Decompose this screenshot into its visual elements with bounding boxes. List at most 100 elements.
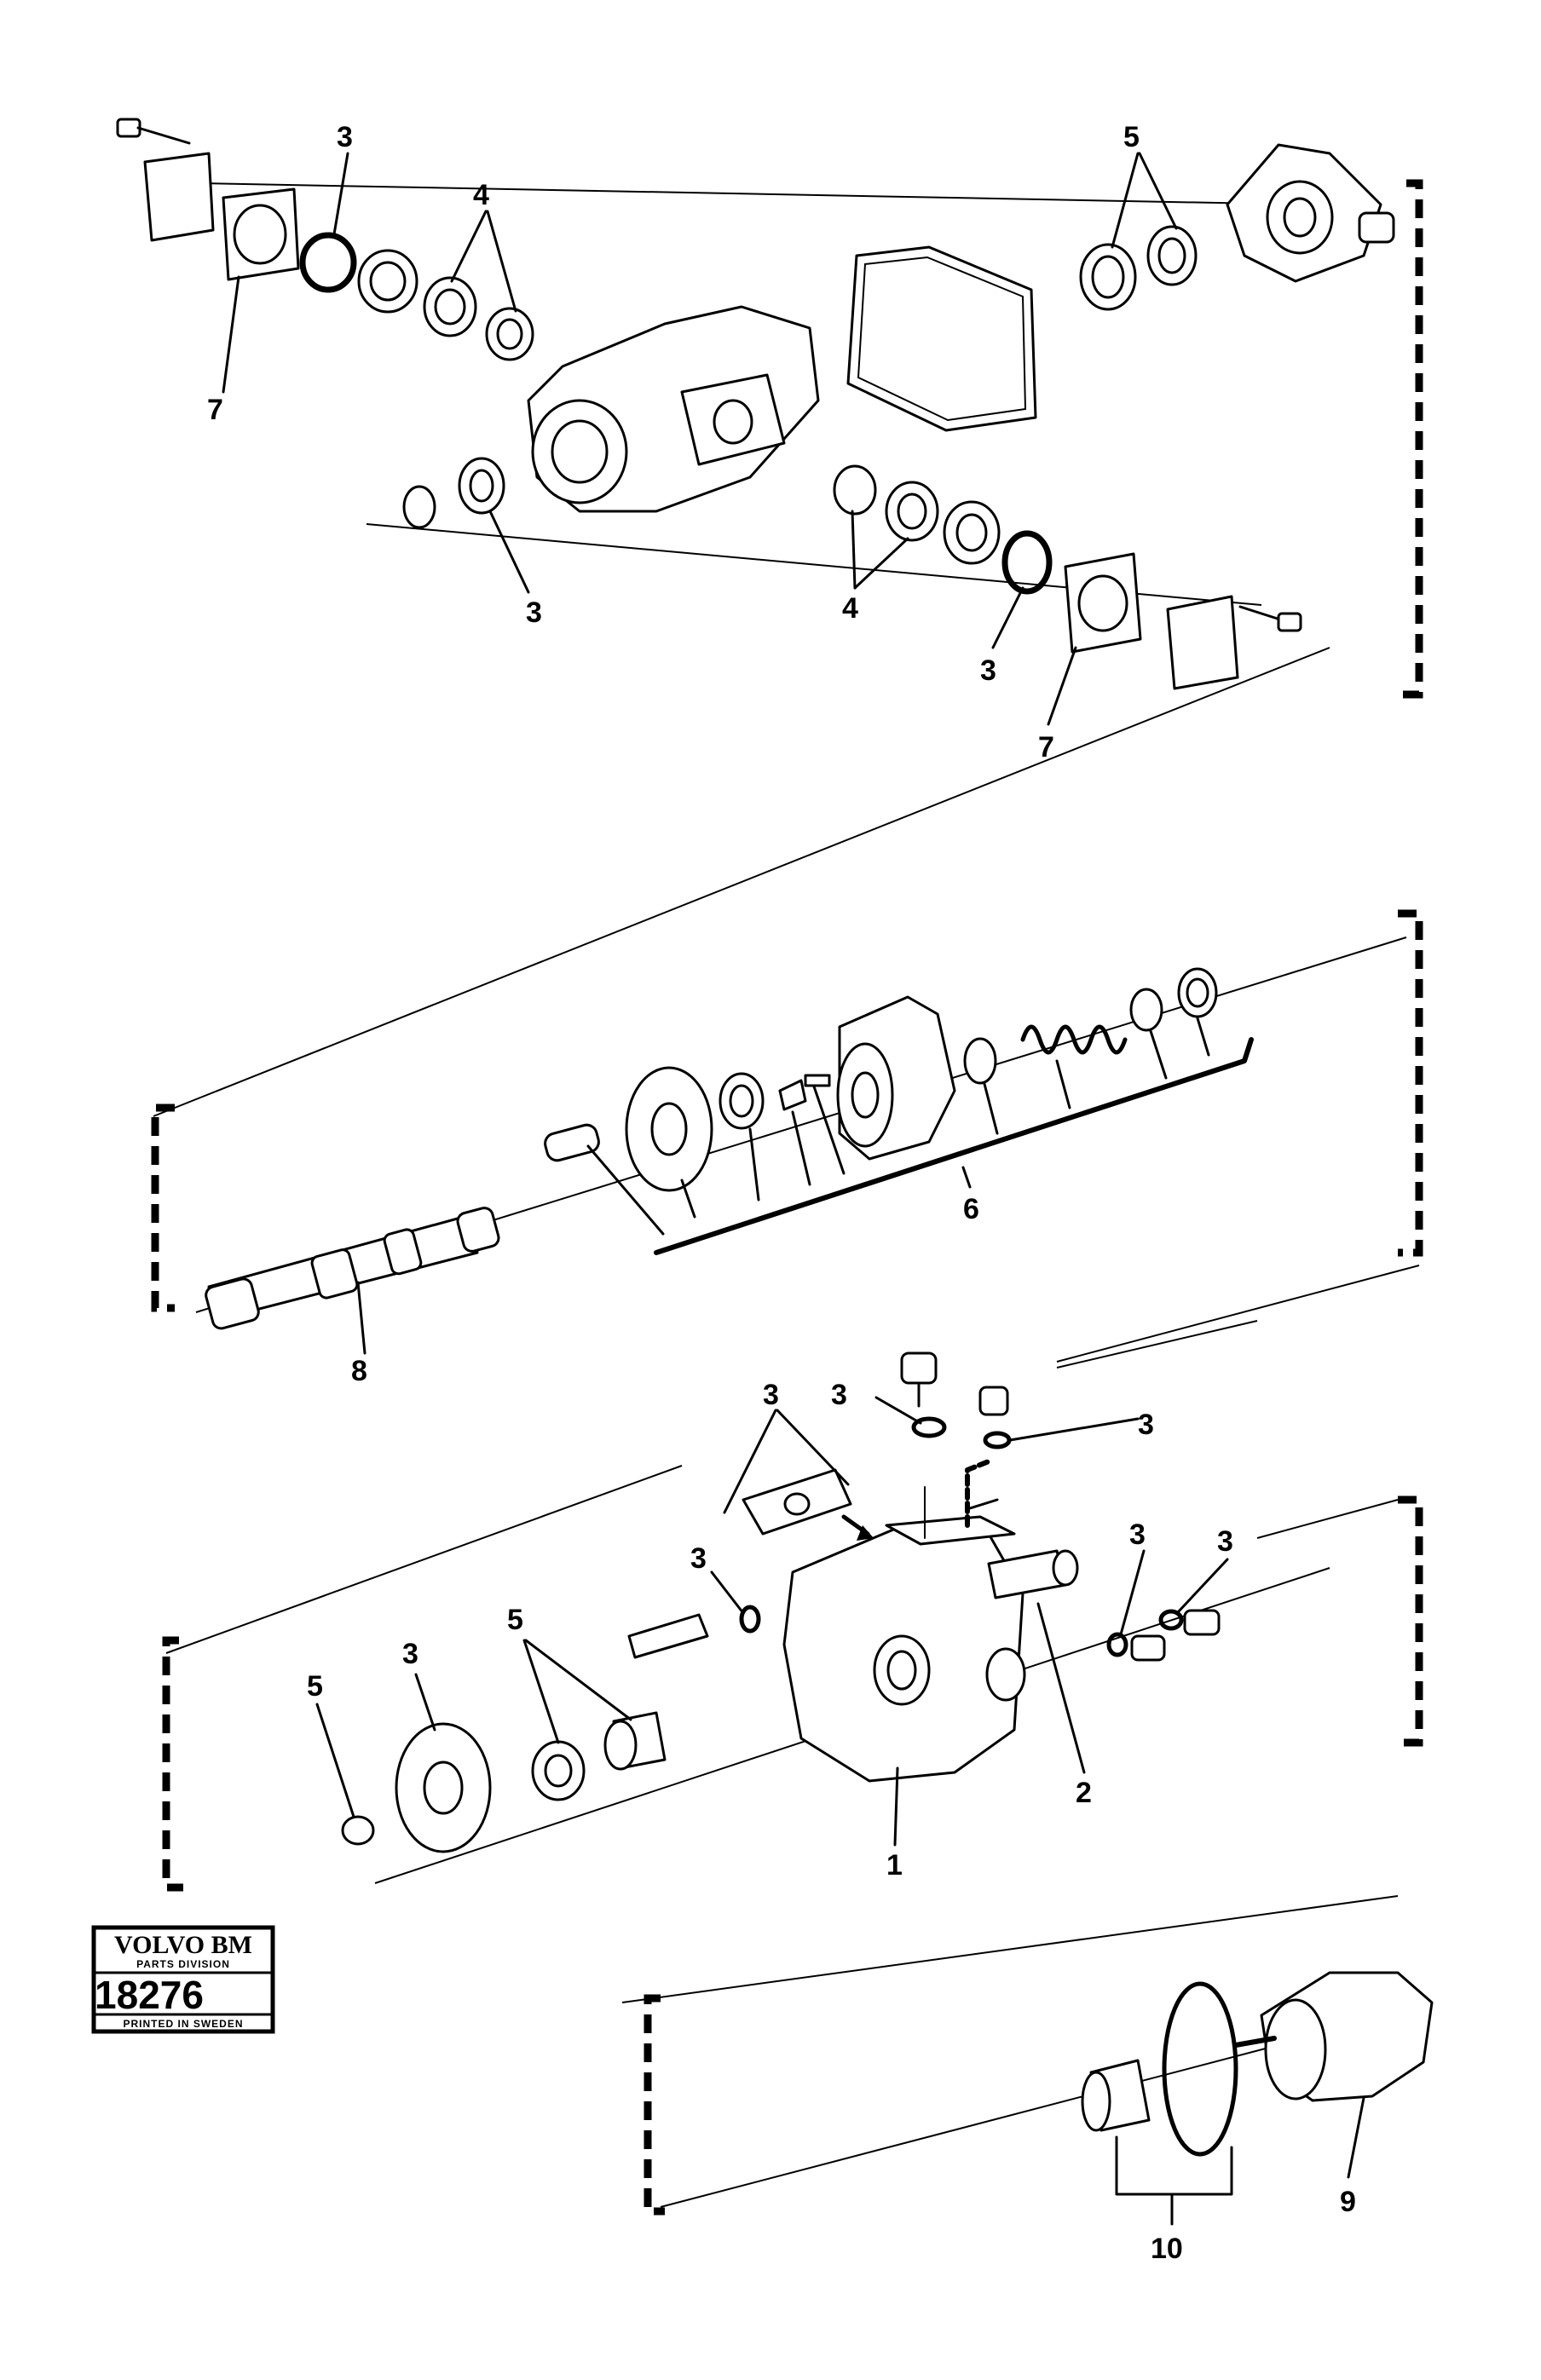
end-cap-right: [1226, 143, 1395, 283]
callout-7: 7: [207, 394, 223, 426]
callout-4: 4: [842, 592, 858, 625]
section-pump-body: 3 3 3 3 3 3 5 3 5 2 1: [162, 1320, 1423, 1892]
o-ring-top: [299, 232, 357, 293]
callout-3: 3: [980, 654, 996, 687]
section-pump-housing: 3 4 5 7 3 4 3 7: [116, 118, 1423, 764]
plug-top: [900, 1351, 947, 1438]
callout-3: 3: [402, 1638, 418, 1670]
leader: [991, 586, 1024, 649]
washer: [963, 1037, 997, 1085]
cover-plate-lower: [1166, 595, 1239, 690]
callout-7: 7: [1038, 731, 1054, 764]
callout-2: 2: [1076, 1777, 1092, 1809]
pump-body: [782, 1515, 1026, 1783]
volvo-bm-stamp: VOLVO BM PARTS DIVISION 18276 PRINTED IN…: [91, 1925, 275, 2034]
sleeve: [1081, 2059, 1151, 2132]
leader: [222, 275, 240, 394]
bolt-top-left: [116, 118, 191, 145]
axis-line: [1056, 1320, 1258, 1369]
axis-line-lower: [1056, 1265, 1420, 1363]
leader: [893, 1766, 899, 1847]
stamp-number: 18276: [95, 1973, 204, 2017]
spring: [1020, 1024, 1128, 1055]
drive-shaft: [205, 1207, 500, 1330]
leader: [961, 1166, 972, 1189]
connector-dashed-6: [644, 1994, 665, 2216]
o-ring: [1158, 1609, 1184, 1631]
leader: [1347, 2096, 1365, 2179]
callout-6: 6: [963, 1193, 979, 1225]
leader: [522, 1639, 560, 1744]
leader: [1138, 152, 1178, 230]
callout-5: 5: [1123, 121, 1140, 153]
leader: [723, 1409, 777, 1514]
callout-3: 3: [526, 596, 542, 629]
connector-dashed-5: [1398, 1495, 1423, 1747]
leader: [1176, 1558, 1229, 1614]
callout-3: 3: [1138, 1409, 1154, 1441]
leader: [776, 1409, 850, 1486]
leader: [1036, 1602, 1086, 1774]
connector-dashed-3: [151, 1104, 175, 1312]
leader: [851, 510, 857, 590]
o-ring-aux: [1162, 1981, 1238, 2157]
axis-line: [1256, 1499, 1399, 1539]
leader: [356, 1281, 366, 1355]
gasket: [846, 245, 1037, 432]
callout-3: 3: [1217, 1525, 1233, 1558]
leader: [874, 1396, 922, 1425]
callout-3: 3: [831, 1379, 847, 1411]
leader: [488, 510, 530, 594]
o-ring: [1106, 1632, 1128, 1657]
callout-3: 3: [690, 1542, 707, 1575]
section-auxiliary-pump: 9 10: [621, 1895, 1434, 2265]
bearing-pair-lower: [833, 464, 1001, 565]
axis-line-upper: [153, 647, 1330, 1117]
callout-5: 5: [307, 1670, 323, 1703]
flange-top: [222, 187, 300, 281]
stamp-division: PARTS DIVISION: [136, 1958, 230, 1970]
callout-3: 3: [337, 121, 353, 153]
leader: [1055, 1059, 1071, 1109]
callout-1: 1: [886, 1849, 903, 1882]
key: [804, 1074, 831, 1087]
leader: [812, 1085, 846, 1175]
bearing-pair-body: [531, 1711, 667, 1801]
callout-3: 3: [1129, 1518, 1146, 1551]
leader: [315, 1703, 355, 1818]
valve-spool: [987, 1549, 1079, 1599]
connector-dashed-4: [162, 1636, 183, 1892]
callout-5: 5: [507, 1604, 523, 1636]
leader: [1196, 1017, 1210, 1057]
clip: [778, 1079, 807, 1111]
section-rotor-group: 6 8: [151, 647, 1423, 1387]
leader: [1119, 1549, 1146, 1636]
o-ring-lower: [1001, 530, 1053, 595]
seal-small: [341, 1815, 375, 1846]
leader: [791, 1110, 811, 1186]
ring: [1129, 988, 1163, 1032]
leader: [450, 210, 488, 283]
axis-line-aux-lower: [660, 2044, 1279, 2208]
stamp-brand: VOLVO BM: [114, 1931, 252, 1959]
bracket-6: [654, 1037, 1254, 1255]
leader: [983, 1082, 999, 1135]
callout-4: 4: [473, 179, 489, 211]
connector-dashed-2: [1398, 909, 1423, 1257]
bearing-pair-top: [423, 276, 534, 361]
callout-9: 9: [1340, 2186, 1356, 2218]
axis-line-aux: [621, 1895, 1399, 2003]
gear-pump: [1233, 1971, 1434, 2102]
pin: [544, 1123, 600, 1162]
leader: [1047, 646, 1077, 726]
wear-plate: [395, 1722, 492, 1853]
flange-lower: [1064, 552, 1142, 654]
stamp-footer: PRINTED IN SWEDEN: [123, 2018, 243, 2030]
cover-gasket: [742, 1468, 852, 1536]
callout-3: 3: [763, 1379, 779, 1411]
bracket-10: [1115, 2135, 1233, 2196]
leader: [1008, 1417, 1140, 1442]
leader: [586, 1144, 665, 1236]
